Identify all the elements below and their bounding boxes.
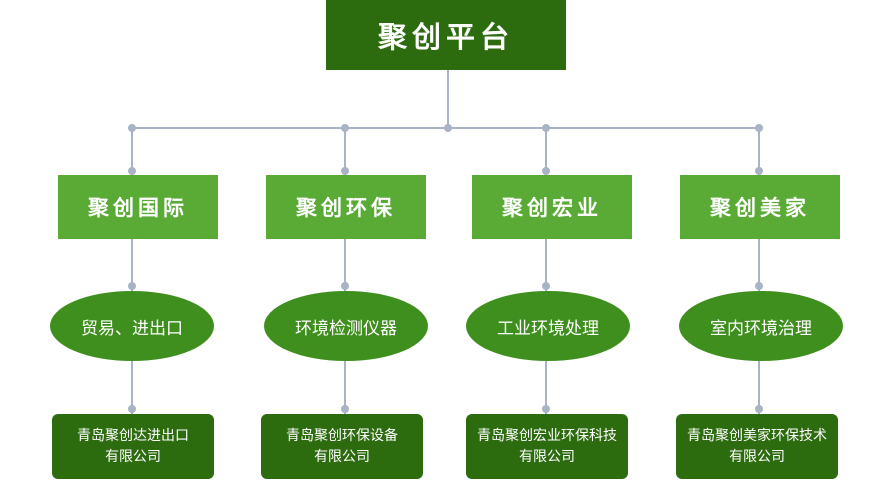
company-node-hongye: 聚创宏业: [472, 175, 632, 239]
junction-dot: [755, 405, 763, 413]
business-node-industrial: 工业环境处理: [466, 291, 630, 361]
entity-node-juchuangda: 青岛聚创达进出口 有限公司: [52, 414, 214, 479]
junction-dot: [542, 167, 550, 175]
entity-node-equipment: 青岛聚创环保设备 有限公司: [261, 414, 423, 479]
junction-dot: [341, 405, 349, 413]
junction-dot: [341, 282, 349, 290]
junction-dot: [341, 124, 349, 132]
junction-dot: [542, 124, 550, 132]
company-node-meijia: 聚创美家: [680, 175, 840, 239]
junction-dot: [444, 124, 452, 132]
entity-name-line1: 青岛聚创达进出口: [77, 427, 189, 444]
entity-name-line1: 青岛聚创环保设备: [286, 427, 398, 444]
junction-dot: [341, 167, 349, 175]
junction-dot: [755, 167, 763, 175]
junction-dot: [542, 405, 550, 413]
entity-node-hongye-tech: 青岛聚创宏业环保科技 有限公司: [466, 414, 628, 479]
business-node-trade: 贸易、进出口: [50, 291, 214, 361]
junction-dot: [542, 282, 550, 290]
entity-name-line2: 有限公司: [105, 448, 161, 465]
entity-name-line2: 有限公司: [729, 448, 785, 465]
entity-node-meijia-tech: 青岛聚创美家环保技术 有限公司: [676, 414, 838, 479]
business-node-indoor: 室内环境治理: [679, 291, 843, 361]
junction-dot: [755, 282, 763, 290]
business-node-instruments: 环境检测仪器: [264, 291, 428, 361]
entity-name-line1: 青岛聚创宏业环保科技: [477, 427, 617, 444]
entity-name-line2: 有限公司: [314, 448, 370, 465]
company-node-international: 聚创国际: [58, 175, 218, 239]
junction-dot: [128, 282, 136, 290]
junction-dot: [128, 124, 136, 132]
company-node-environmental: 聚创环保: [266, 175, 426, 239]
root-node-platform: 聚创平台: [326, 0, 566, 70]
entity-name-line1: 青岛聚创美家环保技术: [687, 427, 827, 444]
junction-dot: [128, 405, 136, 413]
junction-dot: [755, 124, 763, 132]
junction-dot: [128, 167, 136, 175]
entity-name-line2: 有限公司: [519, 448, 575, 465]
